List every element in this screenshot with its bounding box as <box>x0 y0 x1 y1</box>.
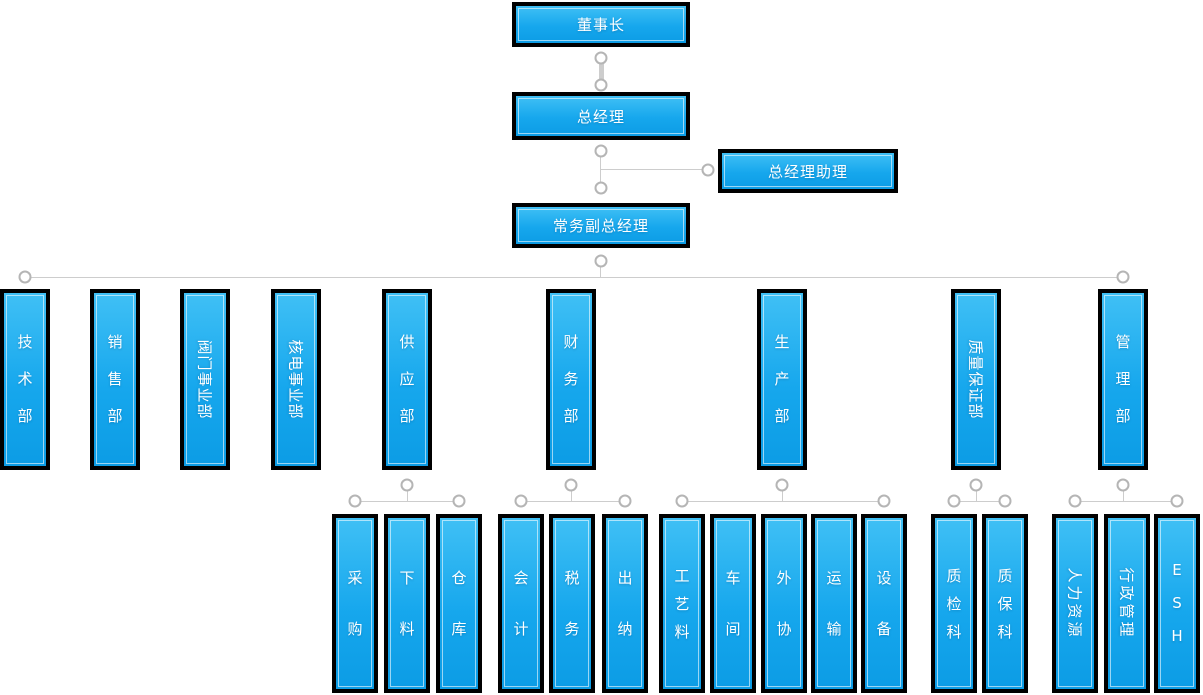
sub-quality-control: 质保科 <box>982 514 1028 693</box>
connector-line <box>600 151 601 188</box>
connector-ring <box>594 78 608 92</box>
connector-line <box>1075 501 1177 502</box>
dept-finance-label: 财务部 <box>563 333 579 425</box>
sub-human-resources: 人力资源 <box>1052 514 1098 693</box>
node-deputy-gm: 常务副总经理 <box>512 203 690 248</box>
connector-line <box>782 485 783 501</box>
dept-finance: 财务部 <box>546 289 596 470</box>
sub-tax-label: 税务 <box>564 568 580 638</box>
sub-esh-label: ESH <box>1171 561 1183 645</box>
connector-line <box>976 485 977 501</box>
connector-ring <box>775 478 789 492</box>
connector-line <box>355 501 459 502</box>
connector-ring <box>18 270 32 284</box>
sub-tax: 税务 <box>549 514 595 693</box>
node-chairman: 董事长 <box>512 2 690 47</box>
connector-ring <box>594 51 608 65</box>
dept-valve-division: 阀门事业部 <box>180 289 230 470</box>
connector-ring <box>998 494 1012 508</box>
sub-workshop-label: 车间 <box>725 568 741 638</box>
sub-transport: 运输 <box>811 514 857 693</box>
connector-ring <box>969 478 983 492</box>
dept-technology: 技术部 <box>0 289 50 470</box>
connector-ring <box>701 163 715 177</box>
sub-quality-control-label: 质保科 <box>997 566 1013 641</box>
dept-technology-label: 技术部 <box>17 333 33 425</box>
dept-production: 生产部 <box>757 289 807 470</box>
dept-supply: 供应部 <box>382 289 432 470</box>
connector-ring <box>594 144 608 158</box>
connector-ring <box>1170 494 1184 508</box>
node-chairman-label: 董事长 <box>576 16 625 34</box>
dept-nuclear-division-label: 核电事业部 <box>286 339 305 420</box>
connector-ring <box>675 494 689 508</box>
dept-sales: 销售部 <box>90 289 140 470</box>
sub-outsourcing-label: 外协 <box>776 568 792 638</box>
connector-ring <box>400 478 414 492</box>
connector-line <box>571 485 572 501</box>
connector-line <box>600 261 601 277</box>
node-deputy-gm-label: 常务副总经理 <box>552 217 649 235</box>
sub-procurement-label: 采购 <box>347 568 363 638</box>
connector-line <box>682 501 884 502</box>
dept-nuclear-division: 核电事业部 <box>271 289 321 470</box>
sub-accounting: 会计 <box>498 514 544 693</box>
sub-blanking: 下料 <box>384 514 430 693</box>
sub-esh: ESH <box>1154 514 1200 693</box>
connector-line <box>521 501 625 502</box>
sub-process-materials: 工艺料 <box>659 514 705 693</box>
connector-line <box>407 485 408 501</box>
connector-ring <box>564 478 578 492</box>
dept-management-label: 管理部 <box>1115 333 1131 425</box>
sub-admin-affairs: 行政管理 <box>1104 514 1150 693</box>
dept-valve-division-label: 阀门事业部 <box>195 339 214 420</box>
node-general-manager: 总经理 <box>512 92 690 140</box>
sub-procurement: 采购 <box>332 514 378 693</box>
dept-quality-assurance-label: 质量保证部 <box>966 339 985 420</box>
sub-human-resources-label: 人力资源 <box>1065 567 1084 640</box>
node-gm-assistant: 总经理助理 <box>718 149 898 193</box>
connector-ring <box>877 494 891 508</box>
connector-ring <box>452 494 466 508</box>
sub-equipment-label: 设备 <box>876 568 892 638</box>
connector-ring <box>514 494 528 508</box>
sub-workshop: 车间 <box>710 514 756 693</box>
sub-blanking-label: 下料 <box>399 568 415 638</box>
connector-ring <box>1116 478 1130 492</box>
dept-management: 管理部 <box>1098 289 1148 470</box>
dept-sales-label: 销售部 <box>107 333 123 425</box>
node-gm-assistant-label: 总经理助理 <box>767 162 848 181</box>
sub-cashier-label: 出纳 <box>617 568 633 638</box>
sub-cashier: 出纳 <box>602 514 648 693</box>
connector-ring <box>947 494 961 508</box>
dept-quality-assurance: 质量保证部 <box>951 289 1001 470</box>
sub-warehouse-label: 仓库 <box>451 568 467 638</box>
connector-line <box>25 277 1123 278</box>
dept-supply-label: 供应部 <box>399 333 415 425</box>
sub-accounting-label: 会计 <box>513 568 529 638</box>
sub-admin-affairs-label: 行政管理 <box>1117 567 1136 640</box>
connector-line <box>1123 485 1124 501</box>
connector-ring <box>348 494 362 508</box>
sub-transport-label: 运输 <box>826 568 842 638</box>
sub-outsourcing: 外协 <box>761 514 807 693</box>
connector-ring <box>618 494 632 508</box>
sub-quality-inspection-label: 质检科 <box>946 566 962 641</box>
connector-line <box>601 169 708 170</box>
connector-ring <box>594 254 608 268</box>
node-general-manager-label: 总经理 <box>576 107 625 126</box>
sub-warehouse: 仓库 <box>436 514 482 693</box>
connector-line <box>954 501 1005 502</box>
sub-process-materials-label: 工艺料 <box>674 566 690 641</box>
connector-line <box>599 58 604 85</box>
dept-production-label: 生产部 <box>774 333 790 425</box>
connector-ring <box>594 181 608 195</box>
connector-ring <box>1116 270 1130 284</box>
connector-ring <box>1068 494 1082 508</box>
sub-equipment: 设备 <box>861 514 907 693</box>
sub-quality-inspection: 质检科 <box>931 514 977 693</box>
